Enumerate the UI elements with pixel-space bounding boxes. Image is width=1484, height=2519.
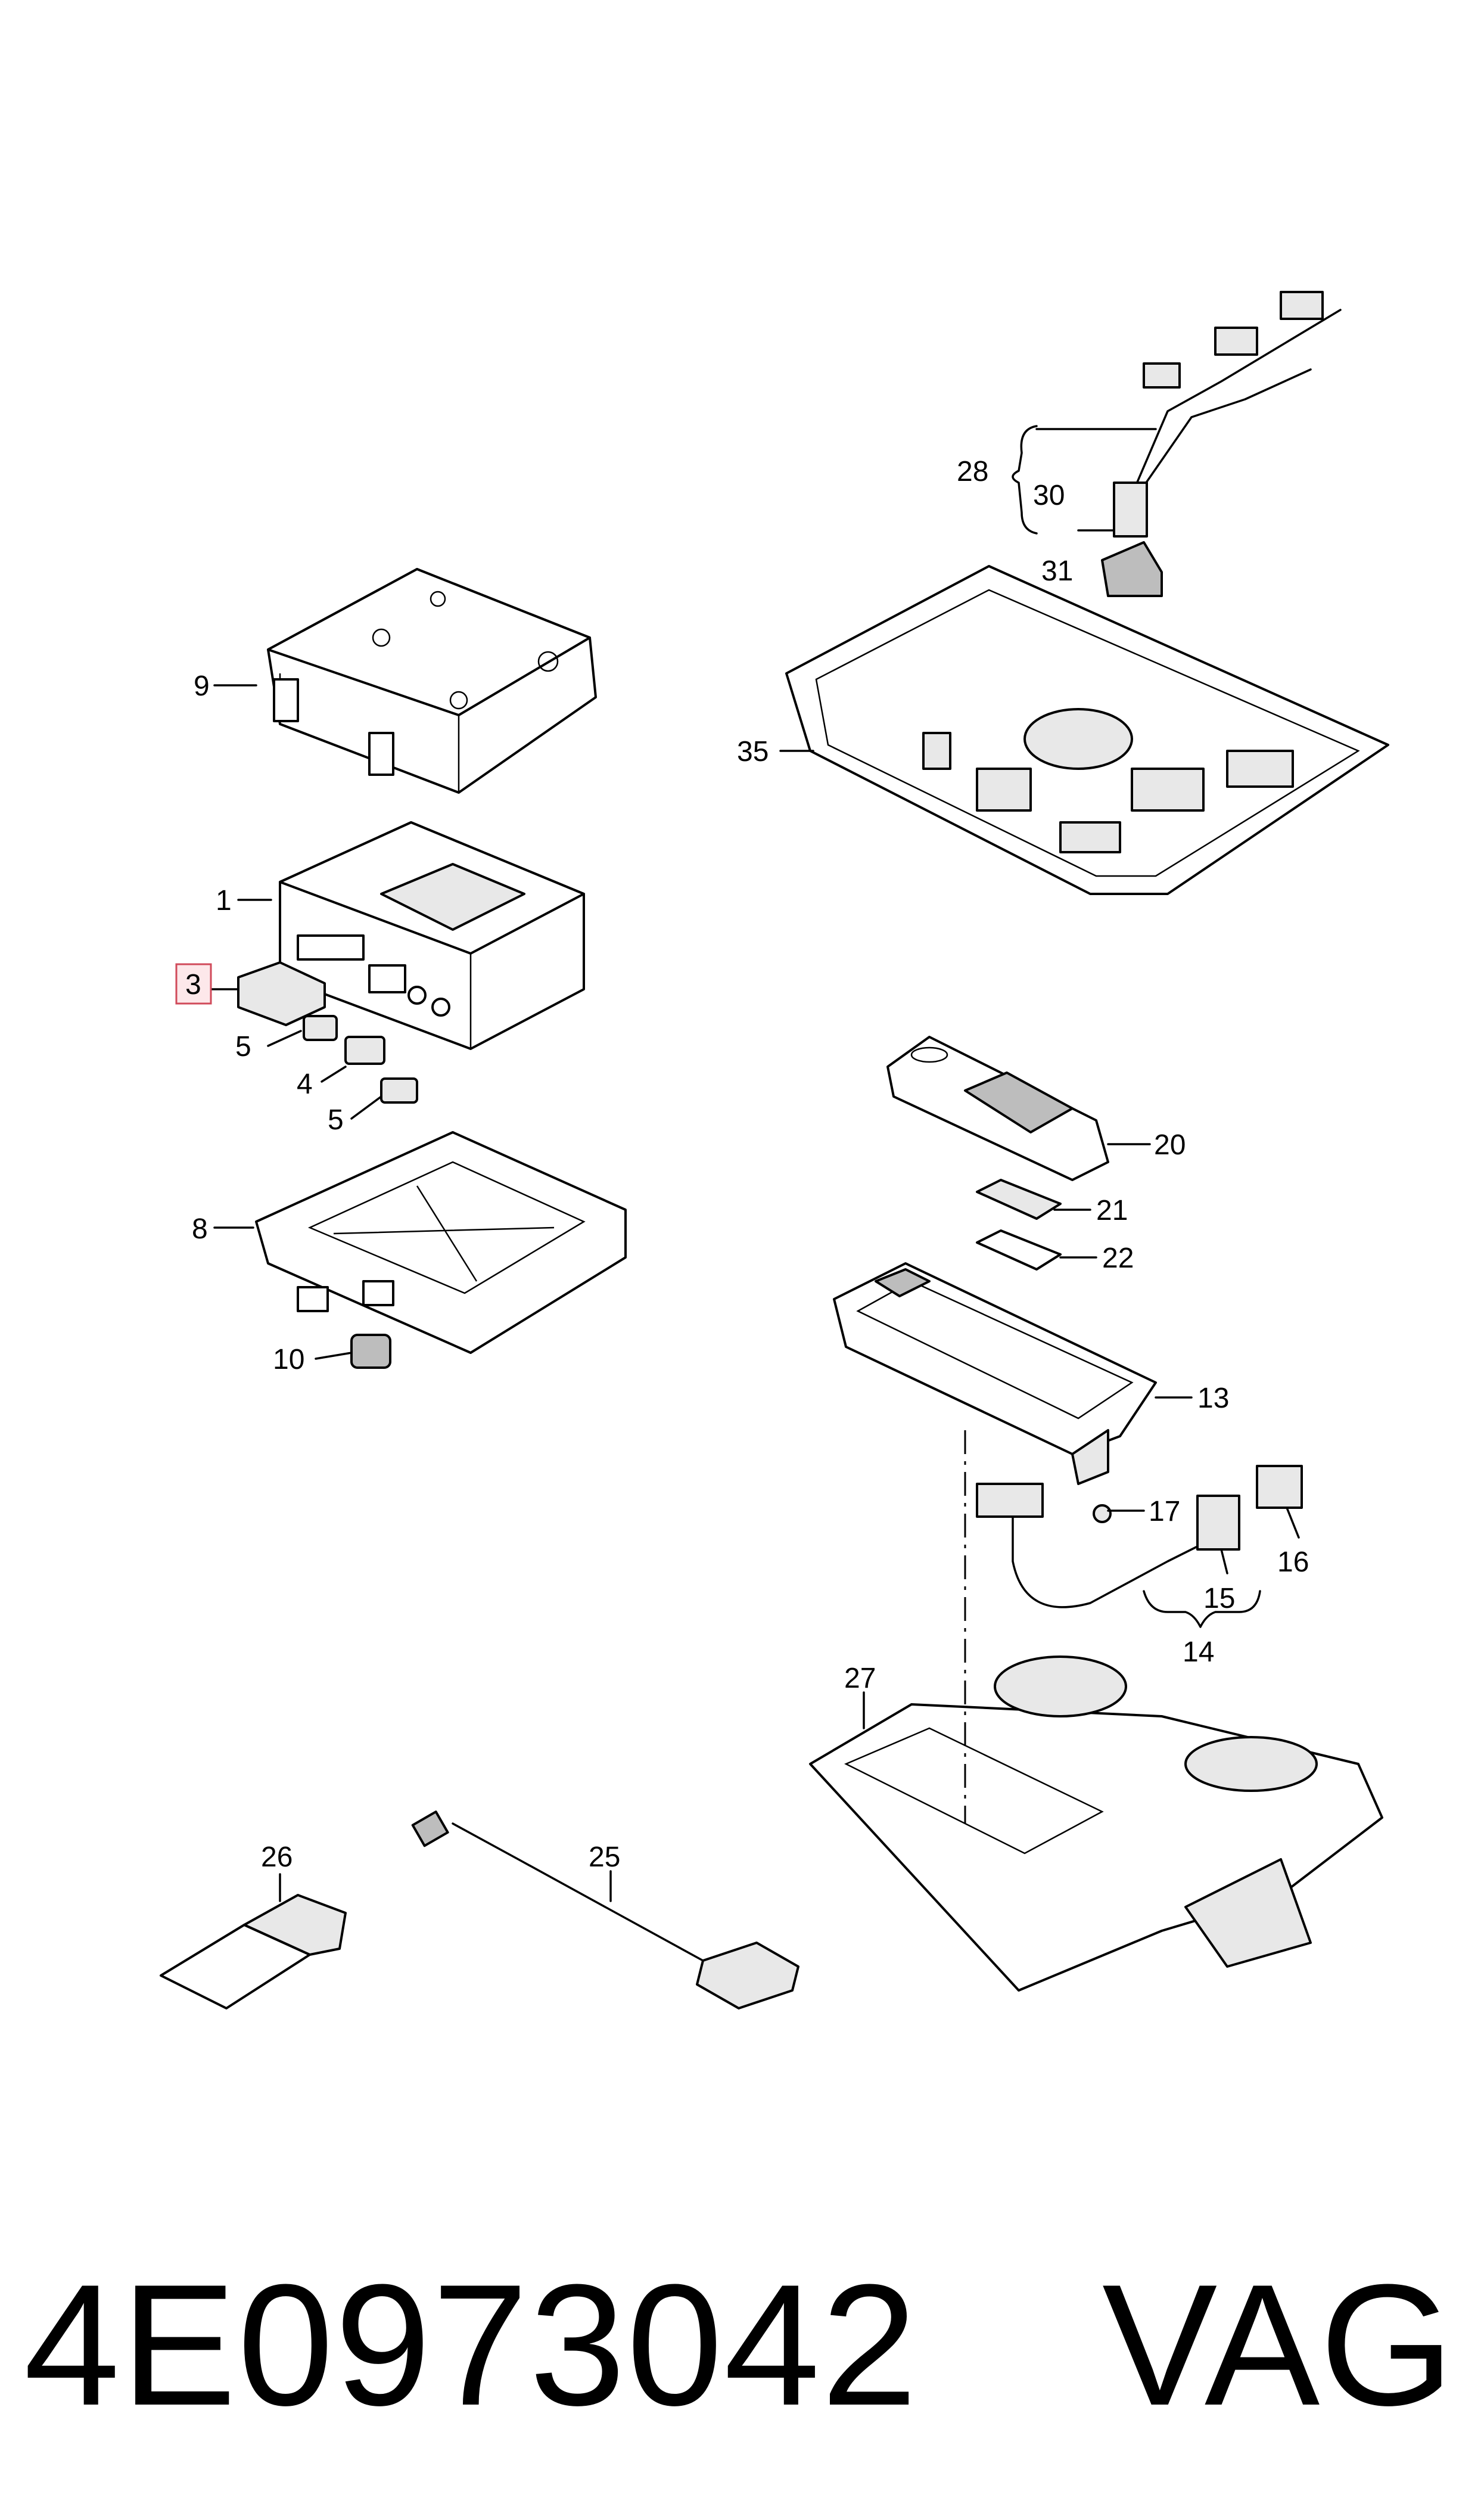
callout-17: 17 — [1149, 1496, 1180, 1527]
highlight-box-item-3 — [175, 963, 212, 1005]
callout-31: 31 — [1041, 555, 1073, 587]
part-5-plug-lower — [380, 1077, 418, 1104]
parts-diagram: 9 1 3 5 4 5 8 10 28 30 31 35 20 21 22 13… — [160, 291, 1389, 2009]
callout-26: 26 — [261, 1841, 293, 1873]
callout-21: 21 — [1096, 1195, 1128, 1226]
callout-14: 14 — [1183, 1636, 1214, 1668]
part-25-antenna-cable — [411, 1810, 799, 2009]
part-1-control-unit — [279, 821, 585, 1050]
part-22-label — [976, 1229, 1062, 1271]
part-27-centre-console — [809, 1655, 1383, 1992]
part-20-handset — [886, 1036, 1109, 1181]
callout-1: 1 — [216, 885, 232, 917]
callout-30: 30 — [1033, 480, 1065, 511]
part-3-connector — [237, 961, 326, 1026]
callout-27: 27 — [844, 1663, 876, 1694]
part-14-cable — [976, 1483, 1205, 1608]
part-30-connector — [1113, 482, 1148, 538]
leader-lines — [207, 425, 1300, 1902]
callout-35: 35 — [737, 736, 769, 768]
callout-22: 22 — [1102, 1243, 1134, 1274]
callout-13: 13 — [1197, 1383, 1229, 1414]
part-9-cover — [267, 568, 597, 794]
callout-8: 8 — [192, 1213, 208, 1245]
callout-16: 16 — [1277, 1546, 1309, 1578]
part-21-battery — [976, 1179, 1062, 1220]
callout-labels: 9 1 3 5 4 5 8 10 28 30 31 35 20 21 22 13… — [185, 456, 1309, 1873]
callout-25: 25 — [589, 1841, 620, 1873]
part-17-screw — [1093, 1504, 1112, 1523]
part-13-cradle — [833, 1262, 1157, 1485]
callout-3: 3 — [185, 969, 201, 1001]
part-5-plug-upper — [303, 1015, 338, 1041]
part-15-connector — [1196, 1495, 1240, 1551]
part-8-bracket — [255, 1131, 627, 1354]
part-4-plug — [344, 1036, 385, 1065]
callout-9: 9 — [194, 670, 210, 702]
callout-15: 15 — [1203, 1583, 1235, 1614]
part-26-adapter — [160, 1894, 347, 2009]
callout-4: 4 — [297, 1069, 313, 1100]
part-10-clip — [350, 1334, 391, 1369]
callout-28: 28 — [957, 456, 988, 487]
part-31-holder — [1101, 541, 1163, 597]
part-16-connector — [1256, 1465, 1303, 1509]
part-28-harness — [1131, 291, 1342, 496]
part-number: 4E0973042 — [24, 2248, 919, 2442]
callout-10: 10 — [273, 1344, 304, 1375]
brand-label: VAG — [1102, 2248, 1454, 2442]
callout-20: 20 — [1154, 1129, 1186, 1161]
callout-5-upper: 5 — [235, 1031, 251, 1063]
callout-5-lower: 5 — [328, 1104, 344, 1136]
part-35-roof-console — [785, 565, 1389, 895]
